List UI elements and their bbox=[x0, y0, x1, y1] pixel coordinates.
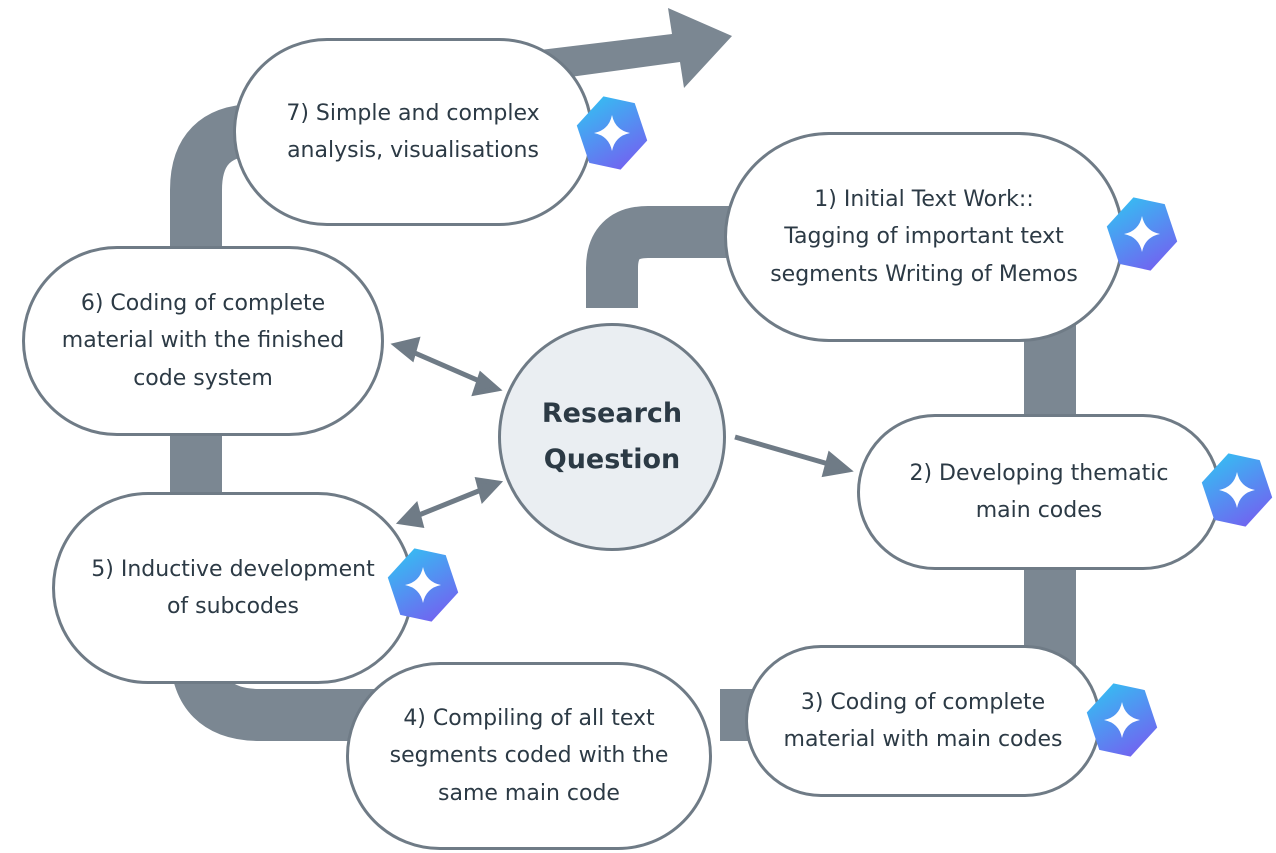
step-1-line-1: 1) Initial Text Work:: bbox=[814, 186, 1034, 212]
step-2-node: 2) Developing thematic main codes bbox=[857, 414, 1221, 570]
arrow-center-step6 bbox=[390, 336, 503, 397]
step-6-line-3: code system bbox=[133, 365, 273, 391]
step-6-line-2: material with the finished bbox=[61, 328, 345, 354]
step-2-line-2: main codes bbox=[975, 498, 1103, 523]
step-5-line-1: 5) Inductive development bbox=[91, 556, 375, 582]
step-2-line-1: 2) Developing thematic bbox=[909, 460, 1169, 486]
step-5-node: 5) Inductive development of subcodes bbox=[52, 492, 414, 684]
step-7-node: 7) Simple and complex analysis, visualis… bbox=[233, 38, 593, 226]
arrow-center-step2 bbox=[734, 434, 854, 478]
step-6-node: 6) Coding of complete material with the … bbox=[22, 246, 384, 436]
research-question-node: Research Question bbox=[498, 323, 726, 551]
arrow-center-step5 bbox=[395, 476, 504, 529]
step-4-line-3: same main code bbox=[438, 780, 620, 806]
ai-sparkle-icon bbox=[576, 96, 648, 170]
step-3-node: 3) Coding of complete material with main… bbox=[745, 645, 1101, 797]
ai-sparkle-icon bbox=[387, 548, 459, 622]
exit-arrow bbox=[540, 8, 732, 88]
center-label-line-1: Research bbox=[541, 398, 683, 430]
ai-sparkle-icon bbox=[1086, 683, 1158, 757]
step-7-line-2: analysis, visualisations bbox=[287, 138, 539, 163]
ai-sparkle-icon bbox=[1201, 453, 1273, 527]
step-7-line-1: 7) Simple and complex bbox=[286, 100, 540, 126]
center-label-line-2: Question bbox=[543, 444, 681, 475]
step-1-line-2: Tagging of important text bbox=[784, 224, 1064, 250]
step-1-line-3: segments Writing of Memos bbox=[770, 261, 1078, 287]
step-1-node: 1) Initial Text Work:: Tagging of import… bbox=[724, 132, 1124, 342]
step-5-line-2: of subcodes bbox=[166, 594, 300, 619]
step-4-line-2: segments coded with the bbox=[389, 743, 669, 769]
ai-sparkle-icon bbox=[1106, 197, 1178, 271]
step-6-line-1: 6) Coding of complete bbox=[80, 290, 326, 316]
step-4-line-1: 4) Compiling of all text bbox=[403, 705, 655, 731]
step-3-line-2: material with main codes bbox=[783, 727, 1063, 752]
step-3-line-1: 3) Coding of complete bbox=[800, 689, 1046, 715]
step-4-node: 4) Compiling of all text segments coded … bbox=[346, 662, 712, 850]
